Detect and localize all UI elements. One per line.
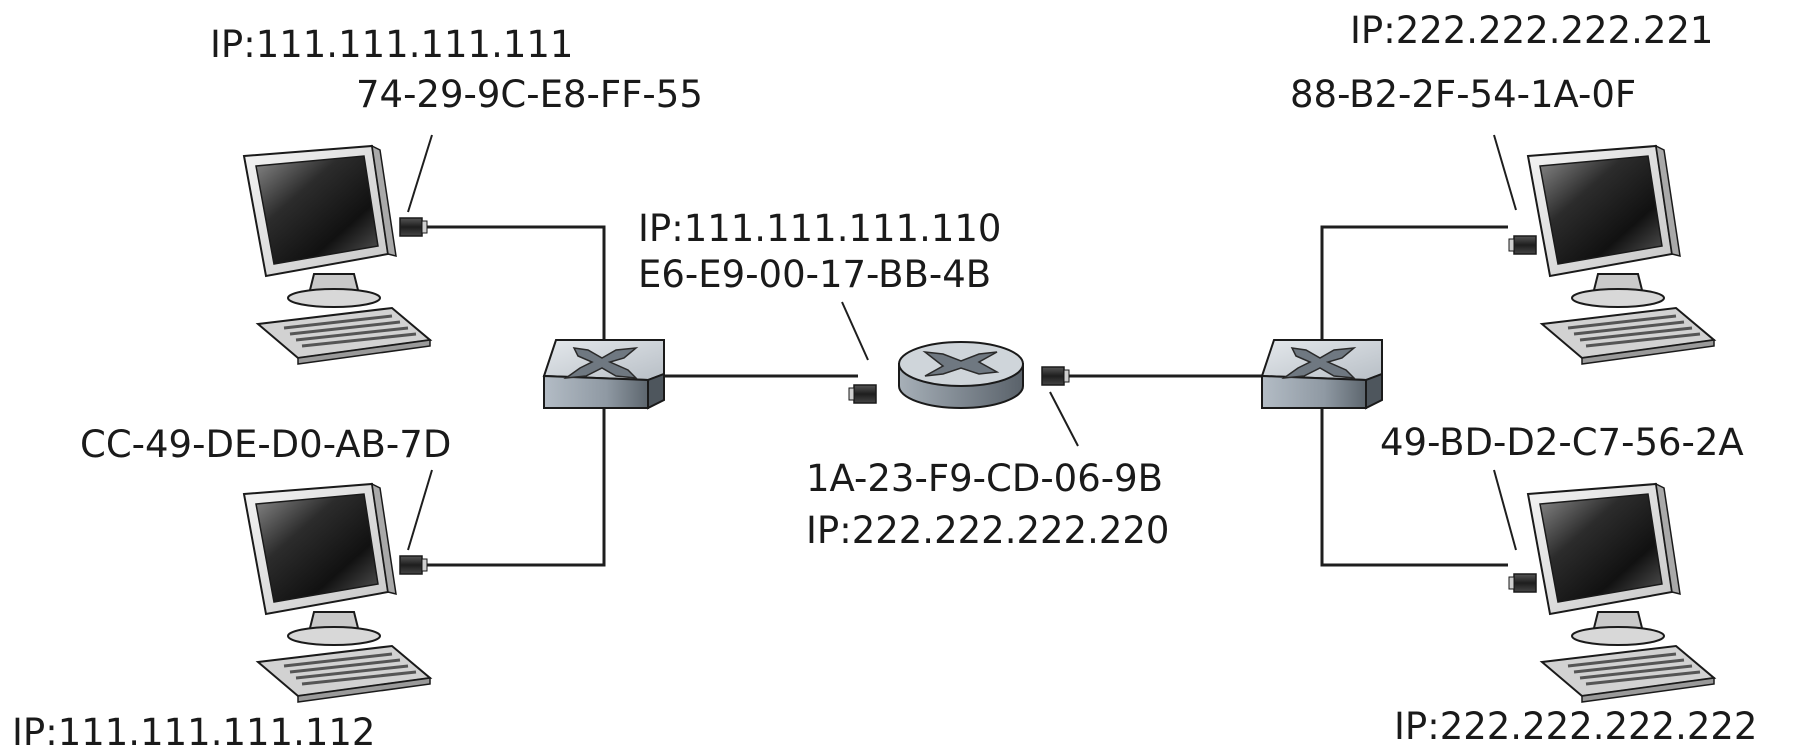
leader-host-top-left — [407, 134, 433, 213]
leader-host-bottom-right — [1493, 469, 1517, 551]
links — [424, 225, 1508, 567]
computer-icon — [1526, 144, 1716, 366]
host-bottom-left-mac: CC-49-DE-D0-AB-7D — [80, 423, 452, 466]
host-top-left-mac: 74-29-9C-E8-FF-55 — [356, 73, 703, 116]
host-port-icon — [1508, 573, 1537, 593]
link-host-top-left-to-switch-left — [424, 225, 606, 344]
host-bottom-left-ip: IP:111.111.111.112 — [12, 711, 376, 754]
link-host-bottom-left-to-switch-left — [424, 408, 606, 567]
router-left-iface-ip: IP:111.111.111.110 — [638, 207, 1002, 250]
host-bottom-right-ip: IP:222.222.222.222 — [1394, 705, 1758, 748]
leader-host-bottom-left — [407, 469, 433, 551]
router-right-iface-mac: 1A-23-F9-CD-06-9B — [806, 457, 1164, 500]
computer-icon — [242, 482, 432, 704]
host-port-icon — [399, 555, 428, 575]
router-icon — [898, 341, 1024, 409]
host-top-right-ip: IP:222.222.222.221 — [1350, 9, 1714, 52]
router-port-left-icon — [848, 384, 877, 404]
host-top-left-ip: IP:111.111.111.111 — [210, 23, 574, 66]
router-left-iface-mac: E6-E9-00-17-BB-4B — [638, 253, 992, 296]
router-right-iface-ip: IP:222.222.222.220 — [806, 509, 1170, 552]
host-port-icon — [399, 217, 428, 237]
switch-icon — [543, 339, 665, 409]
host-port-icon — [1508, 235, 1537, 255]
switch-icon — [1261, 339, 1383, 409]
leader-lines — [407, 134, 1517, 551]
leader-router-right-iface — [1049, 391, 1079, 447]
link-switch-right-to-host-bottom-right — [1320, 408, 1508, 567]
router-port-right-icon — [1041, 366, 1070, 386]
leader-router-left-iface — [841, 301, 869, 361]
computer-icon — [1526, 482, 1716, 704]
host-bottom-right-mac: 49-BD-D2-C7-56-2A — [1380, 421, 1744, 464]
link-switch-right-to-host-top-right — [1320, 225, 1508, 344]
leader-host-top-right — [1493, 134, 1517, 211]
host-top-right-mac: 88-B2-2F-54-1A-0F — [1290, 73, 1637, 116]
computer-icon — [242, 144, 432, 366]
